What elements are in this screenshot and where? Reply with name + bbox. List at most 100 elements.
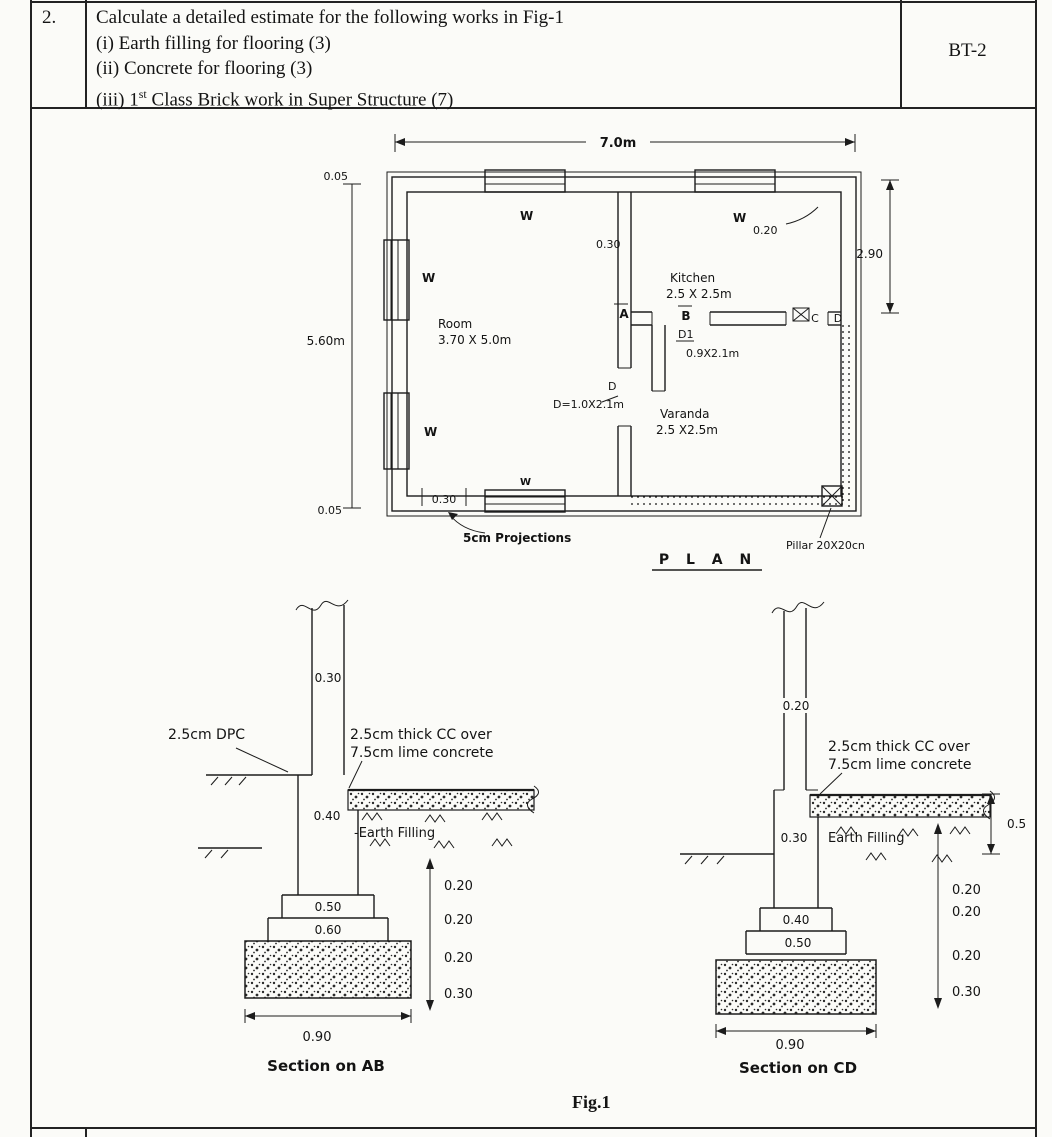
plan-wall-top-right-leader	[785, 206, 819, 225]
section-cd-wall-width-label: 0.20	[783, 699, 810, 713]
section-cd-dim1: 0.20	[952, 883, 981, 898]
question-number: 2.	[42, 7, 57, 28]
section-cd-drawing: 0.20 2.5cm thick CC over 7.5cm lime conc…	[680, 601, 1026, 1077]
plan-kitchen-size: 2.5 X 2.5m	[666, 287, 732, 301]
figure-drawing: 7.0m	[168, 134, 1026, 1077]
plan-door-d-leader	[601, 395, 619, 403]
section-cd-wall-label-bg	[781, 698, 811, 713]
section-ab-belowwall-bg	[312, 808, 343, 823]
question-text: Calculate a detailed estimate for the fo…	[96, 5, 891, 112]
plan-projections-arrow	[448, 512, 458, 520]
section-ab-dpc-label: 2.5cm DPC	[168, 727, 245, 743]
section-ab-below-wall-label: 0.40	[314, 809, 341, 823]
section-cd-fill-dim-label: 0.5	[1007, 817, 1026, 831]
plan-window-w1-label: W	[520, 209, 533, 223]
section-ab-dpc-leader	[235, 747, 289, 773]
plan-kitchen-name: Kitchen	[670, 271, 715, 285]
plan-point-d2: D	[608, 380, 616, 393]
section-cd-cc-line2: 7.5cm lime concrete	[828, 757, 972, 773]
section-ab-step2-label: 0.60	[315, 923, 342, 937]
plan-dim-left-label: 5.60m	[307, 334, 345, 348]
section-cd-right-dim-line	[934, 823, 942, 1009]
section-ab-base-label: 0.90	[303, 1030, 332, 1045]
section-ab-dim3: 0.20	[444, 951, 473, 966]
section-ab-step1-bg	[312, 899, 344, 914]
section-cd-dim3: 0.20	[952, 949, 981, 964]
section-ab-ground-lines	[198, 774, 312, 859]
plan-dim-left-line	[343, 183, 361, 509]
plan-window-w5-label: W	[520, 477, 531, 488]
plan-door-d1-size: 0.9X2.1m	[686, 347, 739, 360]
table-border-top	[30, 1, 1037, 3]
question-bt-code: BT-2	[948, 40, 987, 61]
section-ab-title: Section on AB	[267, 1057, 385, 1075]
section-cd-step1-label: 0.40	[783, 913, 810, 927]
section-ab-wall-width-label: 0.30	[315, 671, 342, 685]
section-cd-cc-leader	[819, 772, 843, 795]
section-cd-base-dim-line	[715, 1024, 877, 1038]
section-ab-step1-label: 0.50	[315, 900, 342, 914]
section-cd-footing	[715, 789, 877, 1015]
section-cd-floor-slab	[809, 790, 995, 863]
section-ab-wall-label-bg	[313, 670, 343, 685]
section-cd-base-label: 0.90	[776, 1038, 805, 1053]
plan-varanda-name: Varanda	[660, 407, 710, 421]
plan-point-b: B	[681, 309, 690, 323]
section-cd-below-wall-label: 0.30	[781, 831, 808, 845]
plan-dim-width-label: 7.0m	[600, 136, 637, 151]
plan-pillar	[819, 485, 843, 539]
question-item-1: (i) Earth filling for flooring (3)	[96, 32, 331, 54]
section-cd-belowwall-bg	[778, 830, 811, 845]
section-cd-dim4: 0.30	[952, 985, 981, 1000]
table-divider-number	[85, 0, 87, 108]
section-ab-right-dim-line	[426, 858, 434, 1011]
plan-wall-top-right-label: 0.20	[753, 224, 778, 237]
question-item-2: (ii) Concrete for flooring (3)	[96, 58, 313, 79]
plan-window-w3-label: W	[422, 271, 435, 285]
plan-windows	[383, 169, 776, 513]
section-cd-step1-bg	[780, 912, 812, 927]
plan-walls	[386, 171, 862, 517]
plan-window-w2-label: W	[733, 211, 746, 225]
plan-door-d1-label: D1	[678, 328, 693, 341]
plan-varanda-size: 2.5 X2.5m	[656, 423, 718, 437]
section-ab-wall	[295, 599, 349, 775]
plan-offset-top-label: 0.05	[324, 170, 349, 183]
table-border-left	[30, 0, 32, 1137]
section-ab-earth-label: -Earth Filling	[354, 826, 435, 841]
section-ab-cc-line2: 7.5cm lime concrete	[350, 745, 494, 761]
section-cd-dim2: 0.20	[952, 905, 981, 920]
plan-varanda-dotted-lines	[631, 325, 850, 508]
question-item-3: (iii) 1st Class Brick work in Super Stru…	[96, 86, 454, 110]
section-ab-cc-line1: 2.5cm thick CC over	[350, 727, 492, 743]
plan-projections-label: 5cm Projections	[463, 531, 571, 545]
plan-wall-int-label: 0.30	[596, 238, 621, 251]
plan-dim-right-line	[881, 179, 899, 314]
section-cd-cc-line1: 2.5cm thick CC over	[828, 739, 970, 755]
plan-dim-width-line	[394, 134, 856, 152]
plan-title: P L A N	[659, 552, 757, 568]
plan-drawing: 7.0m	[307, 134, 899, 571]
table-border-bottom	[30, 1127, 1037, 1129]
section-ab-dim1: 0.20	[444, 879, 473, 894]
table-divider-code	[900, 0, 902, 108]
section-ab-step2-bg	[312, 922, 344, 937]
section-cd-ground-lines	[680, 853, 774, 865]
table-divider-number-next	[85, 1127, 87, 1137]
section-cd-step2-bg	[782, 935, 814, 950]
section-ab-base-dim-line	[244, 1009, 412, 1023]
figure-caption: Fig.1	[572, 1092, 611, 1112]
section-cd-fill-dim-line	[982, 793, 1000, 855]
section-ab-dim2: 0.20	[444, 913, 473, 928]
plan-dim-right-label: 2.90	[856, 247, 883, 261]
section-ab-cc-leader	[348, 760, 363, 789]
plan-door-d-label: D=1.0X2.1m	[553, 398, 624, 411]
section-cd-step2-label: 0.50	[785, 936, 812, 950]
section-cd-wall	[771, 601, 825, 790]
plan-point-a: A	[619, 307, 629, 321]
question-line-1: Calculate a detailed estimate for the fo…	[96, 7, 565, 28]
section-ab-drawing: 0.30 2.5cm DPC 2.5cm thick CC over 7.5cm…	[168, 599, 539, 1075]
plan-room-size: 3.70 X 5.0m	[438, 333, 511, 347]
plan-pillar-label: Pillar 20X20cn	[786, 539, 865, 552]
table-border-right	[1035, 0, 1037, 1137]
